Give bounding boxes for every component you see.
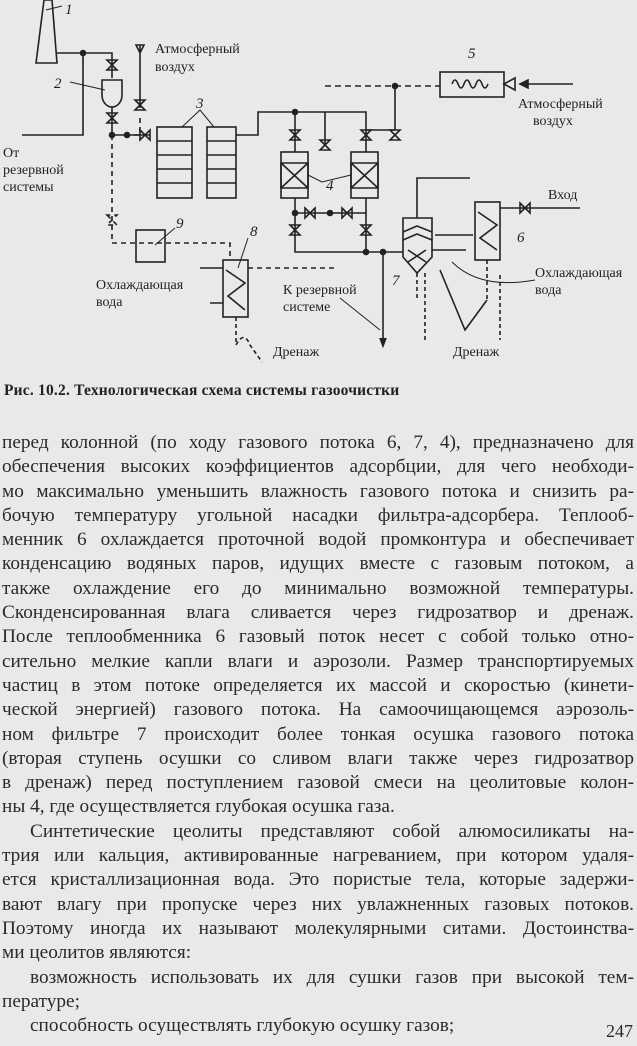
text-line: ном фильтре 7 происходит более тонкая ос… <box>2 723 634 745</box>
label-1: 1 <box>65 2 73 18</box>
to-reserve-1: К резервной <box>283 283 357 298</box>
body-text: перед колонной (по ходу газового потока … <box>2 431 634 1038</box>
text-line: ется кристаллизационная вода. Это порист… <box>2 869 634 891</box>
text-line: конденсацию водяных паров, идущих вместе… <box>2 553 634 575</box>
label-4: 4 <box>326 178 334 194</box>
cooling-left-2: вода <box>96 295 123 310</box>
text-line: (вторая ступень осушки со сливом влаги т… <box>2 747 634 769</box>
to-reserve-2: системе <box>283 300 330 315</box>
text-line: вают влагу при пропуске через них увлажн… <box>2 893 634 915</box>
aerosol-filter-7 <box>402 217 433 275</box>
inlet-label: Вход <box>548 188 577 203</box>
figure-caption: Рис. 10.2. Технологическая схема системы… <box>4 382 400 399</box>
text-line: Поэтому иногда их называют молекулярными… <box>2 917 634 939</box>
label-2: 2 <box>54 76 62 92</box>
cooling-right-1: Охлаждающая <box>535 266 623 281</box>
text-line: Синтетические цеолиты представляют собой… <box>30 820 634 842</box>
text-line: возможность использовать их для сушки га… <box>30 966 634 988</box>
unit-9 <box>135 229 166 263</box>
text-line: обеспечения высоких коэффициентов адсорб… <box>2 456 634 478</box>
cooling-right-2: вода <box>535 283 562 298</box>
label-8: 8 <box>250 224 258 240</box>
from-reserve-1: От <box>3 146 19 161</box>
text-line: Сконденсированная влага сливается через … <box>2 602 634 624</box>
text-line: ны 4, где осуществляется глубокая осушка… <box>2 796 395 818</box>
text-line: перед колонной (по ходу газового потока … <box>2 432 634 453</box>
from-reserve-2: резервной <box>3 163 64 178</box>
gas-cleaning-schematic: 1 2 3 4 5 6 7 8 9 Атмосферный воздух Атм… <box>3 0 623 363</box>
page-number: 247 <box>606 1021 633 1041</box>
atm-air-left-2: воздух <box>155 60 195 75</box>
drain-right: Дренаж <box>453 345 499 360</box>
text-line: менник 6 охлаждается проточной водой про… <box>2 529 634 551</box>
text-line: сительно мелкие капли влаги и аэрозоли. … <box>2 650 634 672</box>
text-line: частиц в этом потоке определяется их мас… <box>2 674 634 696</box>
label-9: 9 <box>176 216 184 232</box>
heat-exchanger-6 <box>474 201 501 261</box>
text-line: ми цеолитов являются: <box>2 942 192 964</box>
from-reserve-3: системы <box>3 180 54 195</box>
text-line: ческой энергией) газового потока. На сам… <box>2 699 634 721</box>
text-line: мо максимально уменьшить влажность газов… <box>2 480 634 502</box>
text-line: пературе; <box>2 990 80 1012</box>
cooling-left-1: Охлаждающая <box>96 278 184 293</box>
atm-air-left-1: Атмосферный <box>155 42 240 57</box>
text-line: бочую температуру угольной насадки фильт… <box>2 504 634 526</box>
drain-left: Дренаж <box>273 345 319 360</box>
column-3b <box>206 126 237 199</box>
atm-air-right-2: воздух <box>533 114 573 129</box>
text-line: в дренаж) перед поступлением газовой сме… <box>2 772 634 794</box>
heater-5 <box>439 71 505 98</box>
label-3: 3 <box>195 96 204 112</box>
label-7: 7 <box>392 273 401 289</box>
stack-1 <box>35 0 58 64</box>
text-line: способность осуществлять глубокую осушку… <box>30 1015 455 1037</box>
column-3a <box>156 126 193 199</box>
text-line: также охлаждение его до минимально возмо… <box>2 577 634 599</box>
atm-air-right-1: Атмосферный <box>518 97 603 112</box>
text-line: После теплообменника 6 газовый поток нес… <box>2 626 634 648</box>
separator-2 <box>101 79 123 108</box>
label-5: 5 <box>468 46 476 62</box>
label-6: 6 <box>517 230 525 246</box>
text-line: трия или кальция, активированные нагрева… <box>2 845 634 867</box>
